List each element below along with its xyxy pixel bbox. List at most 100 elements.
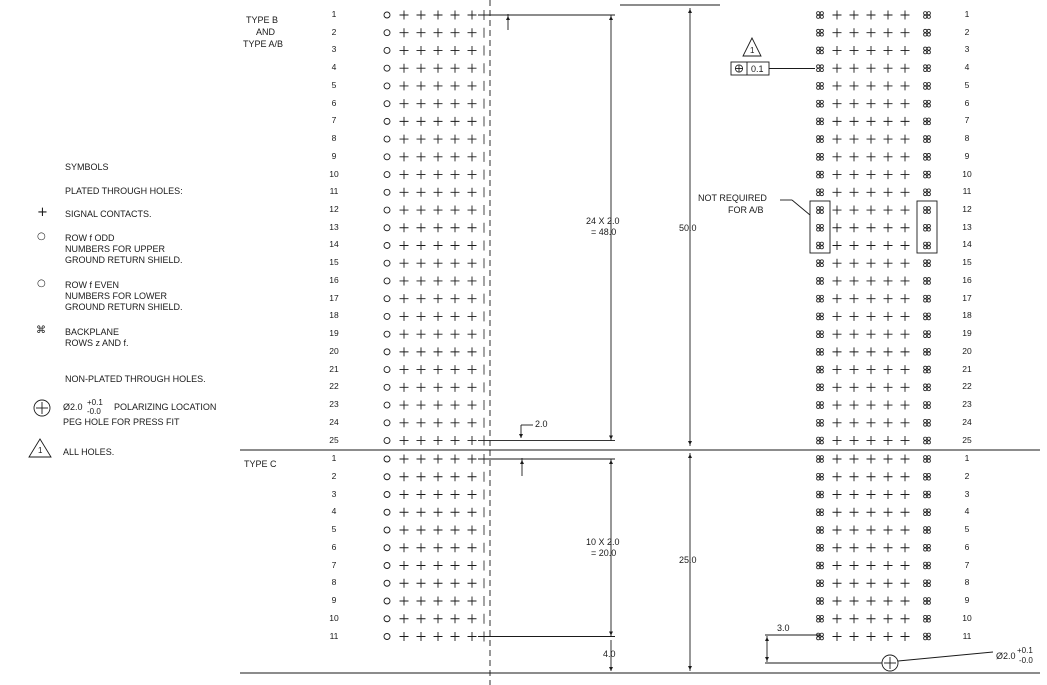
signal-contact (866, 418, 876, 428)
signal-contact (849, 258, 859, 268)
ground-return-hole (383, 348, 391, 356)
signal-contact (832, 365, 842, 375)
signal-contact (450, 170, 460, 180)
row-number-right: 13 (962, 221, 972, 232)
signal-contact (832, 99, 842, 109)
backplane-hole (923, 117, 931, 126)
row-number-right: 5 (964, 524, 970, 534)
backplane-hole (923, 490, 931, 499)
backplane-hole (816, 223, 824, 232)
offset-c-dimension: 4.0 (603, 649, 616, 659)
signal-contact (883, 240, 893, 250)
total-b-dimension: 50.0 (679, 223, 697, 233)
signal-contact (900, 187, 910, 197)
signal-contact (399, 45, 409, 55)
ground-return-hole (383, 11, 391, 19)
signal-contact (900, 152, 910, 162)
backplane-hole (923, 28, 931, 37)
signal-contact (416, 472, 426, 482)
signal-contact (849, 99, 859, 109)
signal-contact (450, 329, 460, 339)
signal-contact (416, 400, 426, 410)
row-number-left: 21 (329, 363, 339, 374)
signal-contact (450, 294, 460, 304)
signal-contact (467, 382, 477, 392)
backplane-hole (923, 277, 931, 285)
signal-contact (399, 561, 409, 570)
row-number-right: 24 (962, 416, 972, 427)
row-number-right: 2 (964, 26, 970, 37)
row-number-right: 12 (962, 204, 972, 215)
signal-contact (467, 578, 477, 588)
ground-return-hole (383, 171, 391, 179)
signal-contact (416, 507, 426, 517)
legend-backplane-2: ROWS z AND f. (65, 338, 129, 348)
row-number-left: 3 (331, 44, 337, 55)
signal-contact (450, 205, 460, 215)
signal-contact (866, 63, 876, 73)
signal-contact (416, 436, 426, 446)
signal-contact (849, 240, 859, 250)
signal-contact (433, 81, 443, 91)
offset-b-dimension: 2.0 (535, 419, 548, 429)
signal-contact (450, 490, 460, 499)
signal-contact (900, 10, 910, 20)
backplane-hole (816, 383, 824, 392)
signal-contact (866, 525, 876, 535)
signal-contact (832, 187, 842, 197)
backplane-hole (816, 188, 824, 197)
signal-contact (416, 382, 426, 392)
signal-contact (399, 614, 409, 624)
signal-contact (433, 578, 443, 588)
signal-contact (450, 596, 460, 606)
signal-contact (866, 632, 876, 641)
signal-contact (467, 561, 477, 570)
signal-contact (900, 472, 910, 482)
row-number-left: 22 (329, 381, 339, 392)
row-number-left: 14 (329, 239, 339, 250)
signal-contact (399, 490, 409, 499)
row-number-left: 5 (331, 524, 337, 534)
backplane-hole (816, 543, 824, 552)
backplane-hole (923, 614, 931, 623)
row-number-right: 7 (964, 559, 970, 570)
row-number-left: 25 (329, 434, 339, 445)
peg-dia-leader (897, 651, 994, 662)
signal-contact (832, 294, 842, 304)
ground-return-hole (383, 579, 391, 587)
signal-contact (450, 365, 460, 375)
dimension-arrow (688, 9, 692, 13)
backplane-hole (923, 206, 931, 214)
signal-contact (433, 436, 443, 446)
signal-contact (900, 632, 910, 641)
pitch-c-dimension-1: 10 X 2.0 (586, 537, 620, 547)
ground-return-hole (383, 615, 391, 623)
signal-contact (399, 81, 409, 91)
backplane-hole (816, 401, 824, 409)
signal-contact (900, 205, 910, 215)
position-tolerance-value: 0.1 (751, 64, 764, 74)
signal-contact (849, 543, 859, 553)
row-number-right: 8 (964, 133, 970, 144)
signal-contact (399, 454, 409, 464)
position-datum-number: 1 (750, 46, 755, 55)
ground-return-hole (383, 224, 391, 232)
row-number-left: 18 (329, 310, 339, 321)
signal-contact (849, 276, 859, 286)
legend-symbols-heading: SYMBOLS (65, 162, 109, 172)
signal-contact (883, 472, 893, 482)
signal-contact (450, 614, 460, 624)
legend-all-holes: ALL HOLES. (63, 447, 115, 457)
row-number-left: 3 (331, 488, 337, 499)
row-number-left: 8 (331, 577, 337, 588)
pitch-b-dimension-2: = 48.0 (591, 227, 617, 237)
backplane-hole (923, 365, 931, 374)
signal-contact (467, 329, 477, 339)
signal-contact (433, 240, 443, 250)
ground-return-hole (383, 82, 391, 90)
signal-contact (866, 454, 876, 464)
signal-contact (849, 596, 859, 606)
ground-return-hole (383, 455, 391, 463)
backplane-hole (923, 597, 931, 605)
